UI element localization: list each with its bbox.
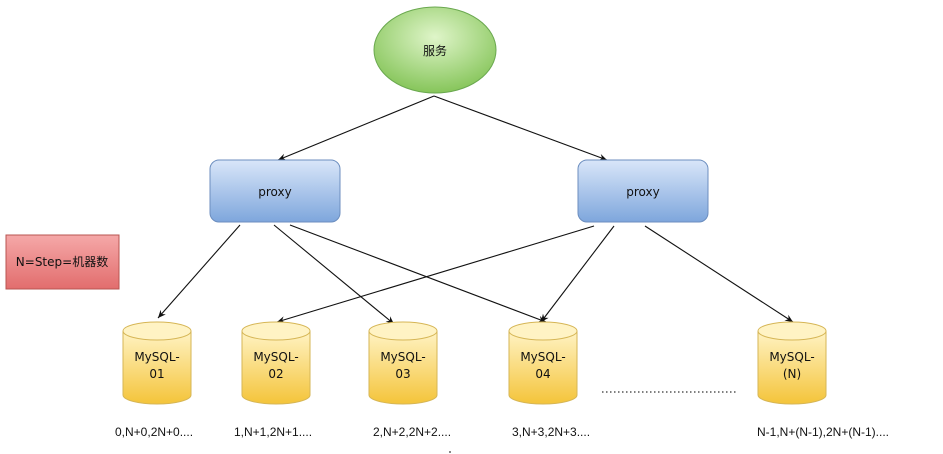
arrow-proxy-2-to-mysql-02 bbox=[276, 225, 595, 324]
proxy-2-label: proxy bbox=[626, 185, 659, 199]
arrow-service-to-proxy-2 bbox=[433, 95, 608, 161]
mysql-01-label-line2: 01 bbox=[149, 367, 164, 381]
proxy-node-2: proxy bbox=[577, 159, 709, 223]
mysql-02-label-line2: 02 bbox=[268, 367, 283, 381]
service-label: 服务 bbox=[423, 43, 447, 58]
stray-dot bbox=[449, 451, 451, 453]
step-note: N=Step=机器数 bbox=[5, 234, 120, 290]
mysql-01: MySQL- 01 bbox=[122, 321, 192, 405]
proxy-node-1: proxy bbox=[209, 159, 341, 223]
arrow-service-to-proxy-1 bbox=[277, 95, 435, 161]
mysql-n-label-line2: (N) bbox=[783, 367, 801, 381]
mysql-02: MySQL- 02 bbox=[241, 321, 311, 405]
mysql-n: MySQL- (N) bbox=[757, 321, 827, 405]
mysql-01-values: 0,N+0,2N+0.... bbox=[115, 425, 193, 439]
arrow-proxy-1-to-mysql-03 bbox=[273, 224, 395, 325]
service-node: 服务 bbox=[373, 6, 497, 94]
mysql-03: MySQL- 03 bbox=[368, 321, 438, 405]
mysql-03-values: 2,N+2,2N+2.... bbox=[373, 425, 451, 439]
mysql-01-label-line1: MySQL- bbox=[134, 350, 179, 364]
mysql-04-label-line2: 04 bbox=[535, 367, 550, 381]
proxy-1-label: proxy bbox=[258, 185, 291, 199]
mysql-n-values: N-1,N+(N-1),2N+(N-1).... bbox=[757, 425, 889, 439]
mysql-04-label-line1: MySQL- bbox=[520, 350, 565, 364]
arrow-proxy-2-to-mysql-n bbox=[644, 225, 794, 323]
mysql-03-label-line1: MySQL- bbox=[380, 350, 425, 364]
mysql-n-label-line1: MySQL- bbox=[769, 350, 814, 364]
connectors bbox=[157, 95, 794, 325]
step-note-label: N=Step=机器数 bbox=[16, 254, 108, 269]
mysql-02-label-line1: MySQL- bbox=[253, 350, 298, 364]
arrow-proxy-2-to-mysql-04 bbox=[540, 225, 615, 323]
arrow-proxy-1-to-mysql-01 bbox=[157, 224, 241, 319]
mysql-02-values: 1,N+1,2N+1.... bbox=[234, 425, 312, 439]
mysql-03-label-line2: 03 bbox=[395, 367, 410, 381]
arrow-proxy-1-to-mysql-04 bbox=[289, 224, 547, 323]
mysql-04: MySQL- 04 bbox=[508, 321, 578, 405]
mysql-04-values: 3,N+3,2N+3.... bbox=[512, 425, 590, 439]
